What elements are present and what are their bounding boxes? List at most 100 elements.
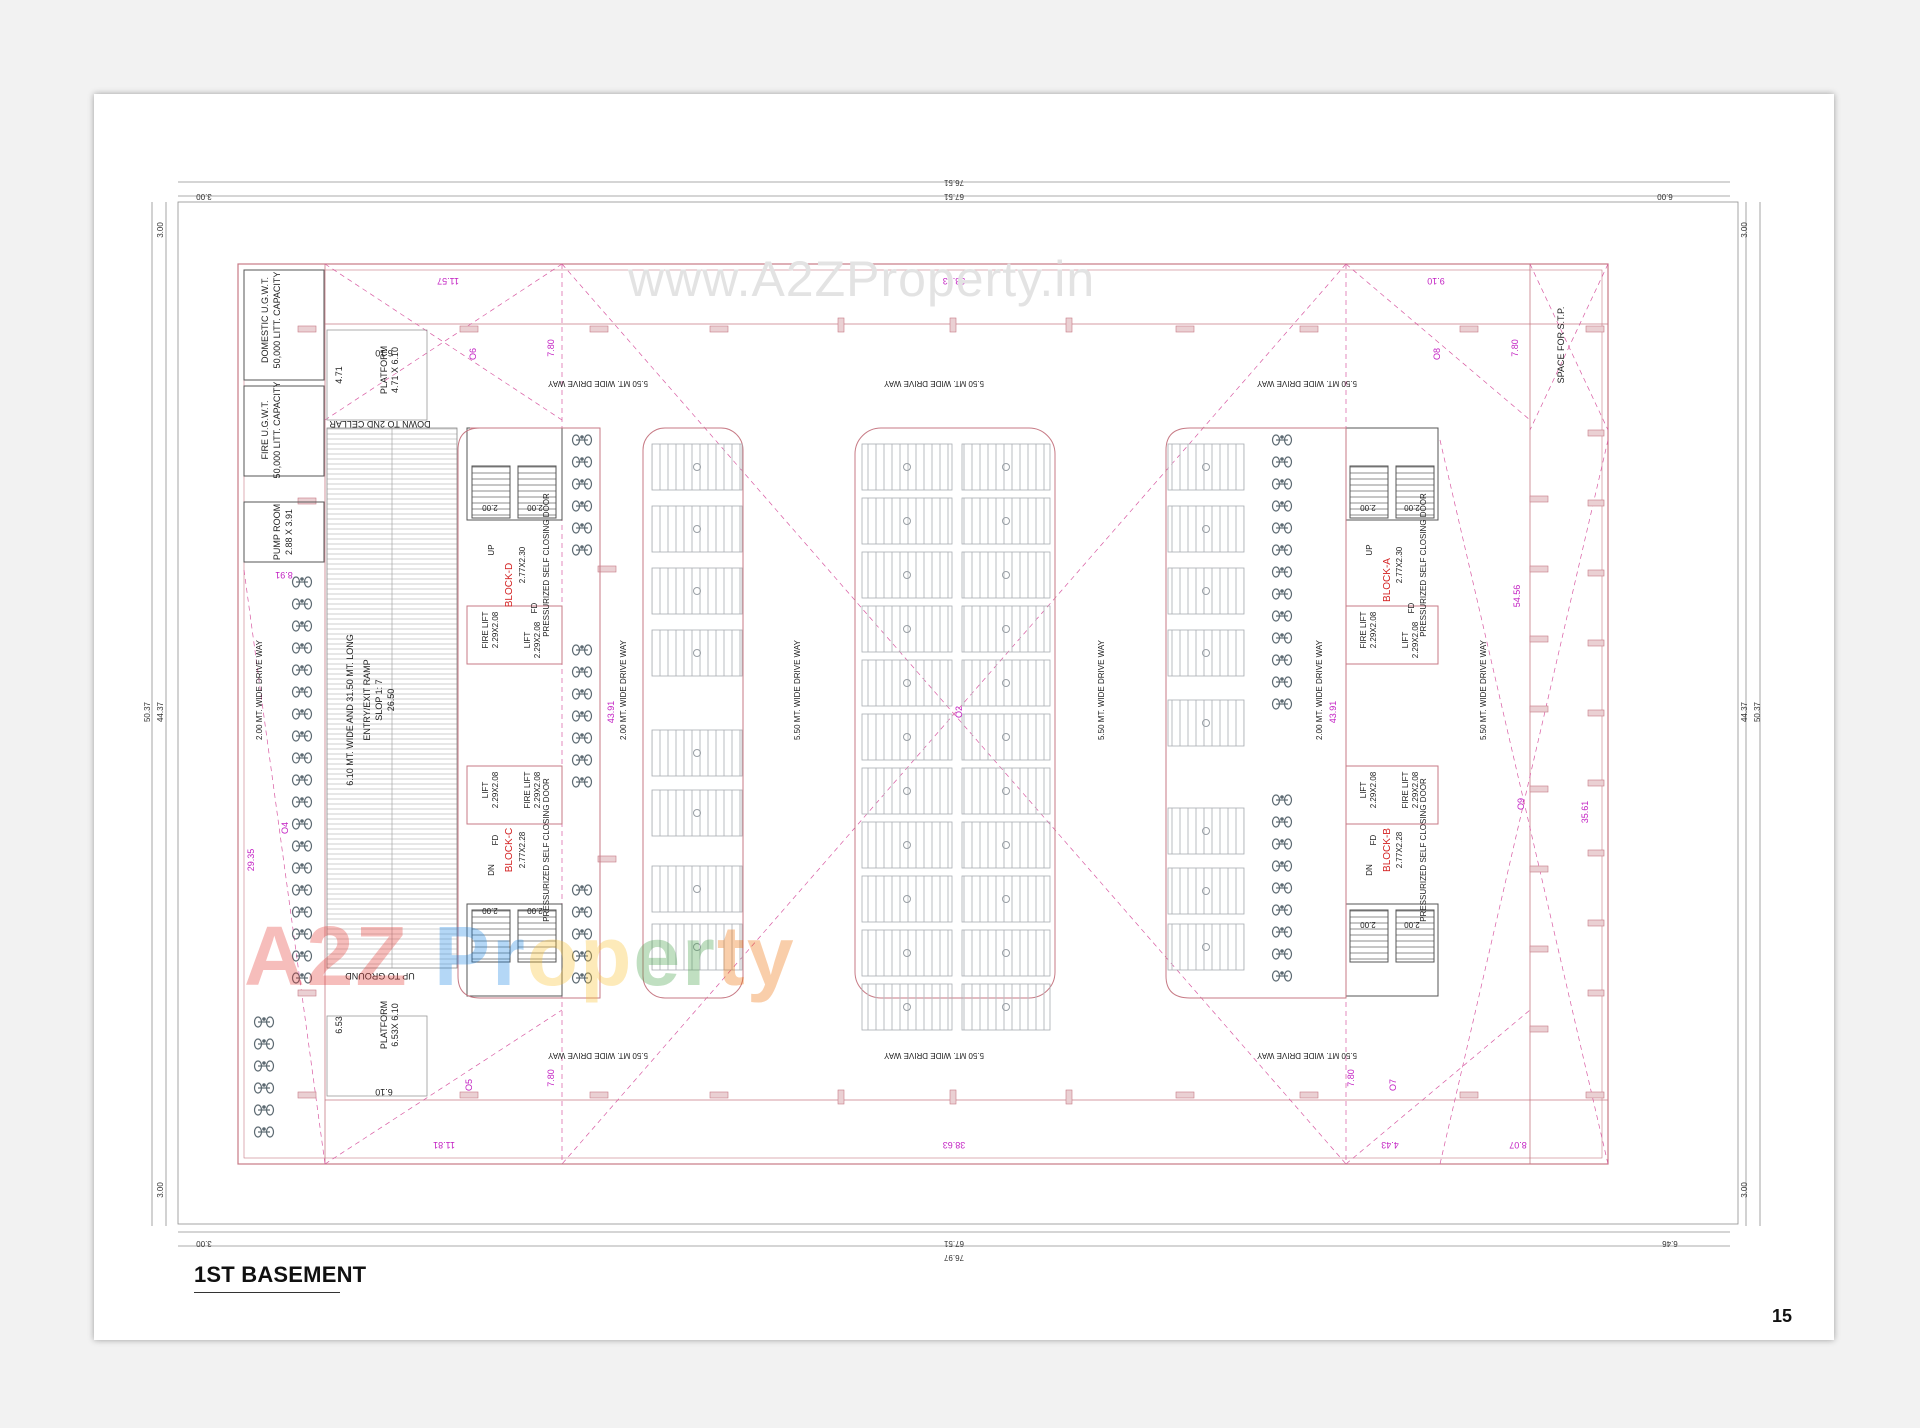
pink-bottom-b: 38.63 — [943, 1140, 966, 1150]
bike-bay — [571, 776, 593, 788]
dim-right-top: 3.00 — [1740, 222, 1749, 238]
driveway-v-center-left: 5.50 MT. WIDE DRIVE WAY — [793, 639, 802, 740]
car-bay — [1167, 867, 1245, 915]
watermark-letter: r — [492, 909, 527, 1003]
bike-bay — [1271, 632, 1293, 644]
driveway-top-right: 5.50 MT. WIDE DRIVE WAY — [1256, 379, 1357, 388]
car-bay — [961, 551, 1051, 599]
car-bay — [961, 821, 1051, 869]
car-bay — [861, 659, 953, 707]
car-bay — [861, 821, 953, 869]
dimension-labels: 76.51 67.51 3.00 6.00 3.00 67.51 6.46 76… — [143, 178, 1762, 1262]
bike-bay — [253, 1104, 275, 1116]
pink-bottom-a: 11.81 — [433, 1140, 455, 1150]
car-bay — [961, 497, 1051, 545]
driveway-v-center-right: 5.50 MT. WIDE DRIVE WAY — [1097, 639, 1106, 740]
block-d-lift: LIFT — [523, 632, 532, 649]
bike-bay — [571, 666, 593, 678]
driveway-bottom-left: 5.50 MT. WIDE DRIVE WAY — [547, 1051, 648, 1060]
bike-bay — [571, 522, 593, 534]
block-a-lift-dim: 2.29X2.08 — [1411, 621, 1420, 658]
dim-top-left: 3.00 — [196, 192, 212, 201]
car-bay — [861, 767, 953, 815]
grid-o9: O9 — [1516, 798, 1526, 810]
dim-top-inner: 67.51 — [943, 192, 964, 201]
bike-bay — [571, 688, 593, 700]
block-c-core — [466, 765, 563, 997]
pillars — [297, 317, 1605, 1105]
bike-bay — [1271, 456, 1293, 468]
car-bay — [861, 929, 953, 977]
bike-bay — [1271, 588, 1293, 600]
dim-bottom-inner: 67.51 — [943, 1239, 964, 1248]
bike-bay — [1271, 816, 1293, 828]
car-bay — [961, 443, 1051, 491]
bike-bay — [291, 774, 313, 786]
car-bay — [1167, 699, 1245, 747]
fire-tank-label-2: 50,000 LITT. CAPACITY — [272, 382, 282, 479]
bike-bay — [291, 686, 313, 698]
domestic-tank-label-2: 50,000 LITT. CAPACITY — [272, 272, 282, 369]
dim-right-outer: 50.37 — [1753, 701, 1762, 722]
block-c-name: BLOCK-C — [504, 828, 515, 872]
bike-bay — [291, 708, 313, 720]
watermark-letter: r — [682, 909, 717, 1003]
pink-v-780-3: 7.80 — [546, 1069, 556, 1087]
entry-exit-ramp[interactable] — [326, 427, 458, 969]
car-bay — [961, 875, 1051, 923]
dim-left-outer: 50.37 — [143, 701, 152, 722]
bike-bay — [291, 620, 313, 632]
utility-room-labels: DOMESTIC U.G.W.T. 50,000 LITT. CAPACITY … — [260, 272, 1566, 1097]
block-b-fd: FD — [1369, 834, 1378, 845]
block-d-fire-lift: FIRE LIFT — [481, 611, 490, 648]
watermark-letter: t — [716, 909, 747, 1003]
pink-v-780-1: 7.80 — [546, 339, 556, 357]
grid-o2: O2 — [954, 706, 964, 718]
bike-bay — [1271, 434, 1293, 446]
block-b-core — [1345, 765, 1439, 997]
bike-bay — [253, 1016, 275, 1028]
block-c-dn: DN — [487, 864, 496, 876]
ramp-length-label: 26.50 — [386, 689, 396, 712]
building-walls — [237, 263, 1609, 1165]
bike-bay — [1271, 948, 1293, 960]
bike-bay — [571, 478, 593, 490]
block-b-fire-lift-dim: 2.29X2.08 — [1411, 771, 1420, 808]
block-d-self-door: PRESSURIZED SELF CLOSING DOOR — [542, 493, 551, 637]
bike-bay — [291, 752, 313, 764]
block-d-up: UP — [487, 544, 496, 555]
watermark-letter: o — [526, 909, 581, 1003]
block-b-name: BLOCK-B — [1382, 828, 1393, 872]
ramp-size-label: 6.10 MT. WIDE AND 31.50 MT. LONG — [345, 634, 355, 786]
grid-o4: O4 — [280, 822, 290, 834]
pink-v-2935: 29.35 — [246, 849, 256, 872]
car-bay — [1167, 567, 1245, 615]
platform-top-width: 6.10 — [375, 348, 393, 358]
ramp-type-label: ENTRY/EXIT RAMP — [362, 659, 372, 740]
bike-bay — [291, 730, 313, 742]
grid-o7: O7 — [1388, 1079, 1398, 1091]
car-bay — [651, 505, 743, 553]
domestic-tank-label-1: DOMESTIC U.G.W.T. — [260, 277, 270, 363]
watermark-url: www.A2ZProperty.in — [628, 251, 1096, 307]
block-b-fire-lift: FIRE LIFT — [1401, 771, 1410, 808]
pink-top-a: 11.57 — [437, 276, 459, 286]
car-bay — [861, 497, 953, 545]
bike-bay — [571, 884, 593, 896]
bike-bay — [291, 818, 313, 830]
bike-bay — [1271, 478, 1293, 490]
platform-top-label-2: 4.71 X 6.10 — [390, 347, 400, 393]
stp-label: SPACE FOR S.T.P. — [1556, 307, 1566, 384]
bike-bay — [1271, 698, 1293, 710]
platform-bottom-width: 6.10 — [375, 1087, 393, 1097]
bike-bay — [291, 840, 313, 852]
block-c-fd: FD — [491, 834, 500, 845]
car-bay — [651, 923, 743, 971]
bike-bay — [571, 754, 593, 766]
pink-v-891: 8.91 — [275, 570, 293, 580]
pink-bottom-d: 8.07 — [1509, 1140, 1527, 1150]
driveway-v-right-inner: 2.00 MT. WIDE DRIVE WAY — [1315, 639, 1324, 740]
block-a-lobby: 2.77X2.30 — [1395, 546, 1404, 583]
bike-bay — [1271, 970, 1293, 982]
